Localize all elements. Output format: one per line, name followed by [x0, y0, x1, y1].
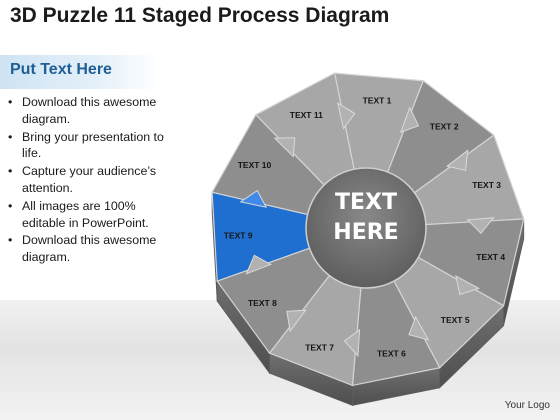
connector-arrow-icon [245, 254, 272, 275]
connector-arrow-icon [399, 106, 420, 133]
connector-arrow-icon [286, 309, 307, 333]
connector-arrow-icon [273, 137, 296, 158]
segment-label: TEXT 3 [472, 180, 501, 190]
center-text-line1: TEXT [335, 190, 397, 215]
center-text-line2: HERE [333, 220, 398, 245]
segment-label: TEXT 4 [476, 252, 505, 262]
page-title: 3D Puzzle 11 Staged Process Diagram [10, 4, 390, 27]
bullet-item: Download this awesome diagram. [6, 94, 176, 128]
segment-label: TEXT 5 [441, 315, 470, 325]
segment-label: TEXT 6 [377, 349, 406, 359]
bullet-item: Capture your audience’s attention. [6, 163, 176, 197]
segment-label: TEXT 10 [238, 160, 272, 170]
connector-arrow-icon [239, 189, 268, 208]
diagram-segments [211, 72, 525, 387]
segment-label: TEXT 7 [305, 342, 334, 352]
connector-arrow-icon [336, 102, 356, 130]
subtitle-band [0, 55, 160, 89]
sidebar-heading: Put Text Here [10, 61, 112, 78]
segment-label: TEXT 11 [290, 110, 323, 120]
connector-arrow-icon [466, 217, 495, 234]
segment-label: TEXT 8 [248, 298, 277, 308]
bullet-list: Download this awesome diagram. Bring you… [6, 94, 176, 267]
connector-arrow-icon [343, 328, 361, 357]
connector-arrow-icon [445, 149, 469, 171]
center-hub [305, 167, 427, 289]
segment-label: TEXT 1 [363, 96, 392, 106]
diagram-labels: TEXT 1 TEXT 2 TEXT 3 TEXT 4 TEXT 5 TEXT 6 TEXT… [224, 96, 506, 359]
segment-label: TEXT 9 [224, 230, 253, 240]
segment-label: TEXT 2 [430, 122, 459, 132]
connector-arrow-icon [455, 275, 481, 296]
diagram-connectors [239, 102, 495, 357]
bullet-item: Bring your presentation to life. [6, 129, 176, 163]
logo-text: Your Logo [504, 400, 550, 411]
connector-arrow-icon [408, 315, 430, 341]
bullet-item: Download this awesome diagram. [6, 232, 176, 266]
bullet-item: All images are 100% editable in PowerPoi… [6, 198, 176, 232]
